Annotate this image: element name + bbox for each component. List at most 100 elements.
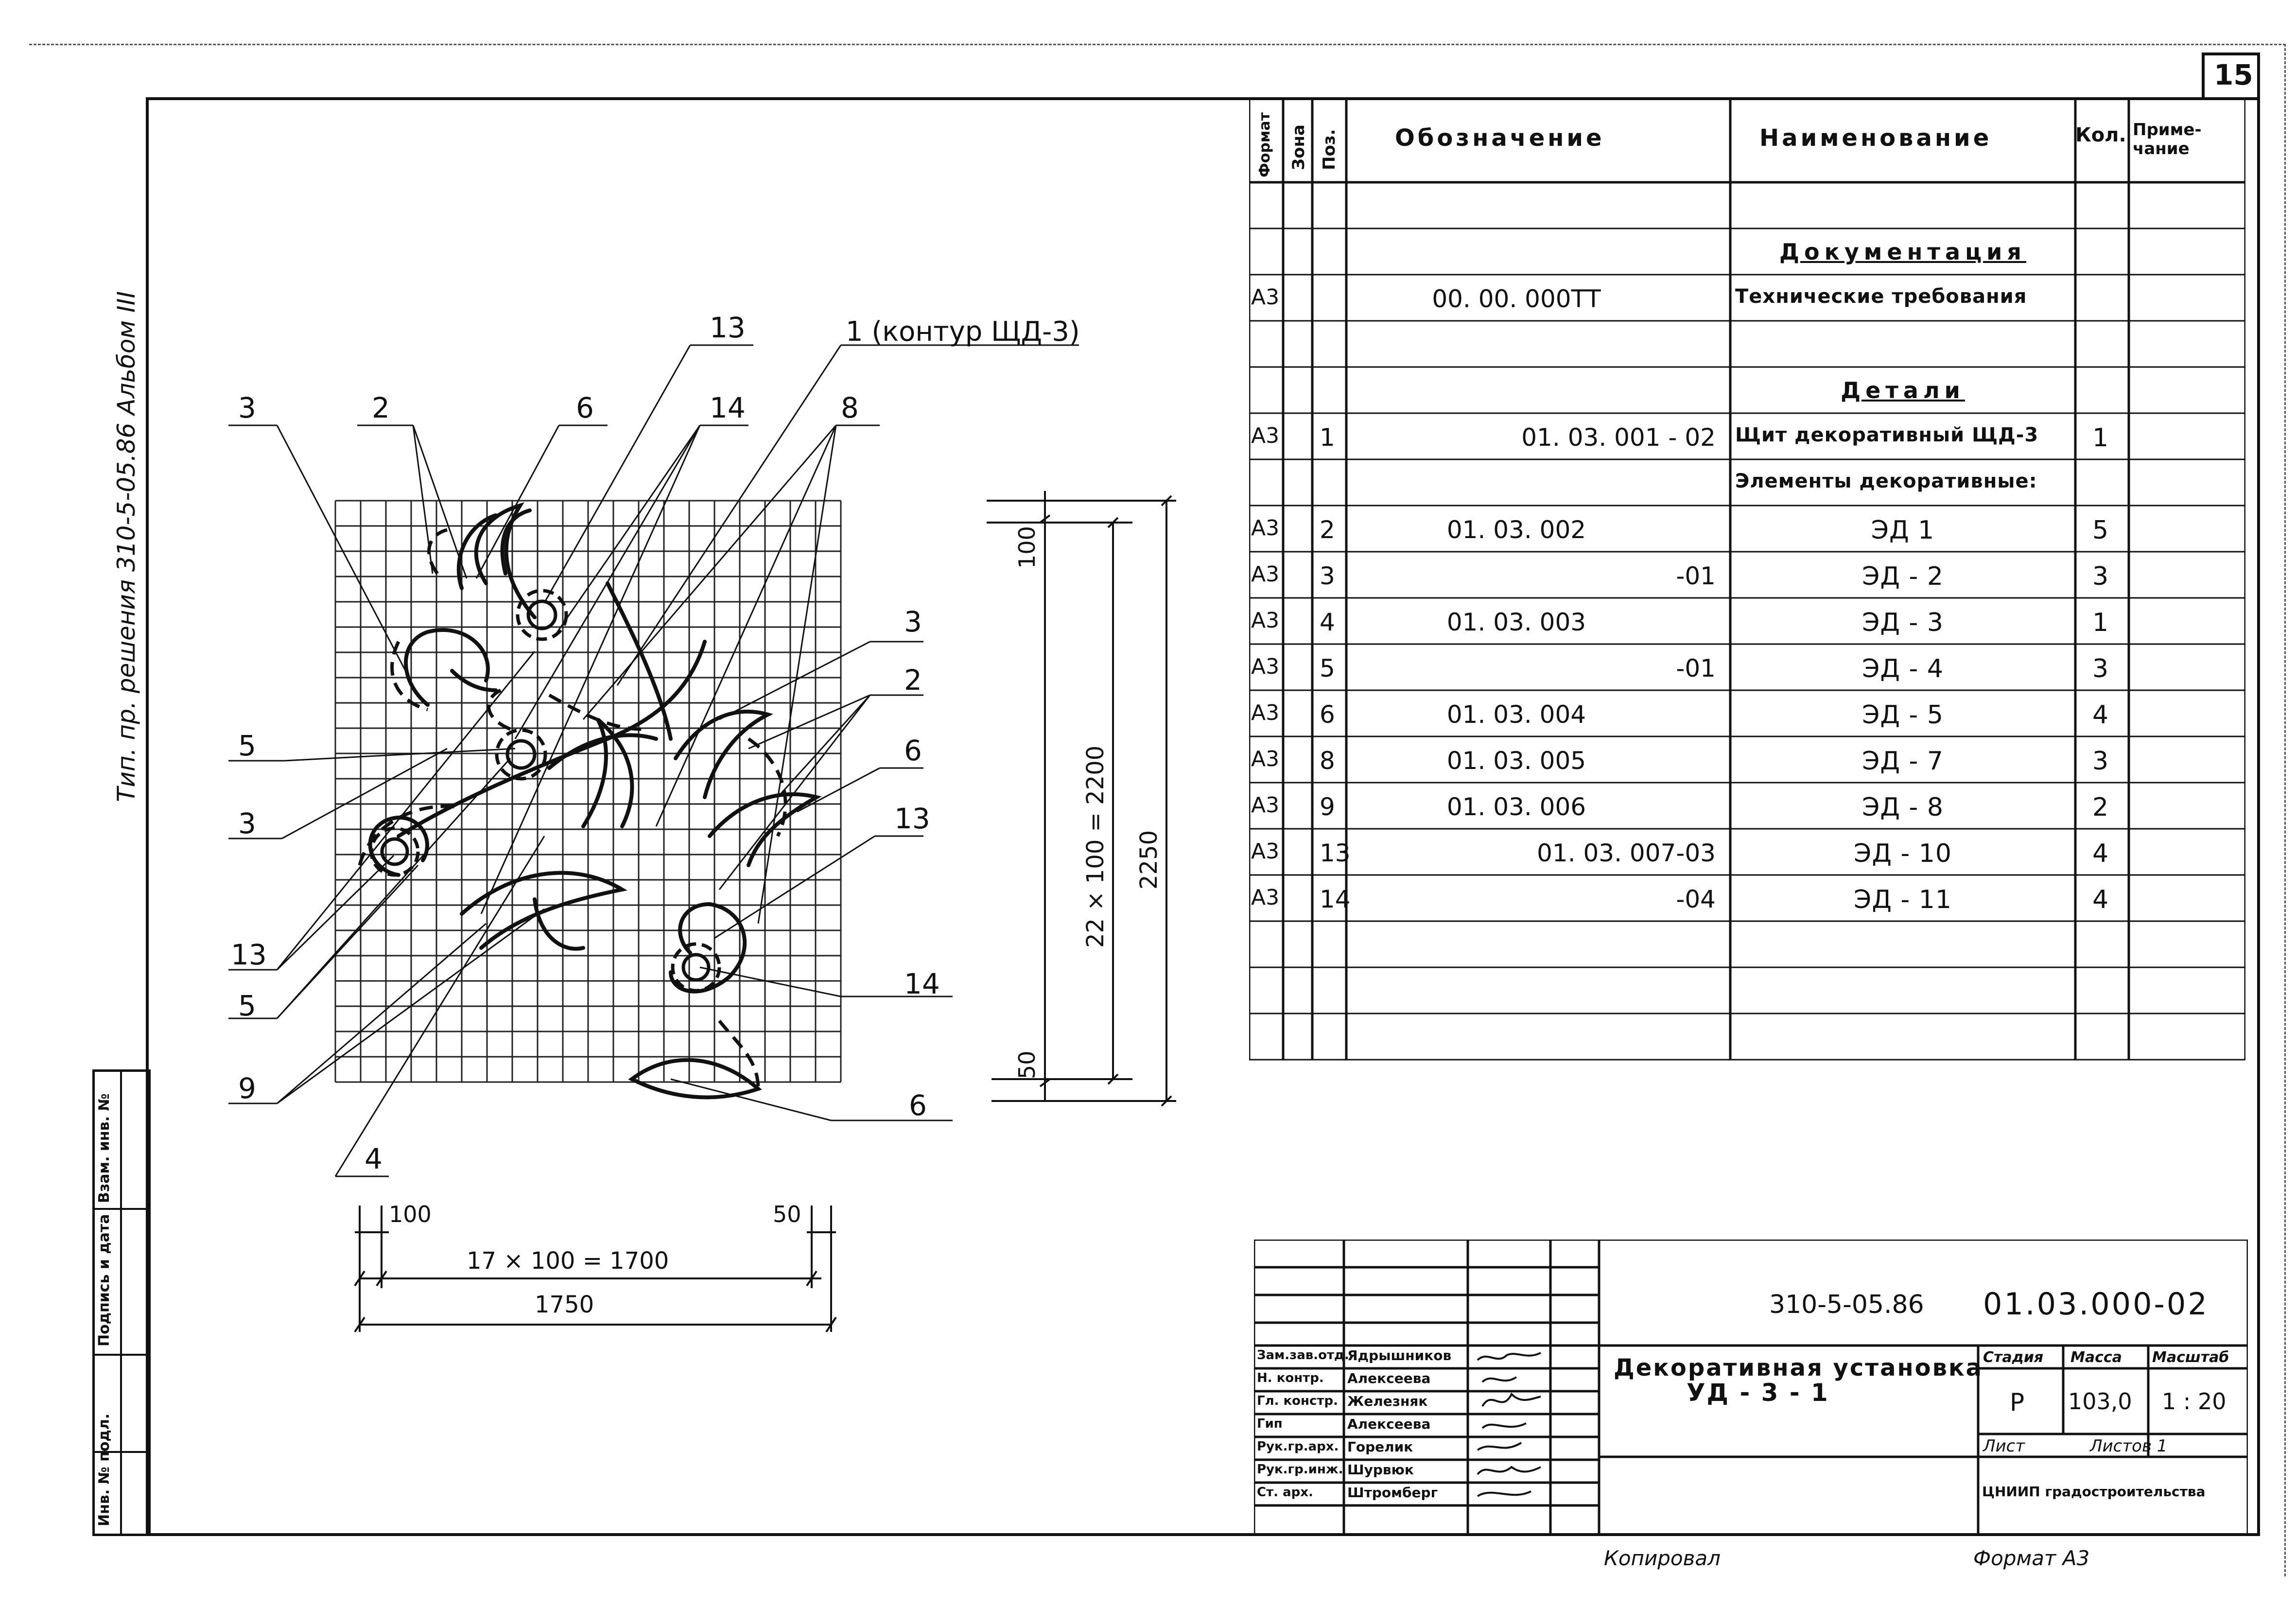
label-6-top: 6 (576, 391, 594, 424)
signature-1 (1477, 1352, 1541, 1361)
sheet-number-box (2202, 52, 2260, 99)
spec-designation: 01. 03. 002 (1446, 516, 1586, 544)
dim-50-vertical: 50 (1014, 1050, 1040, 1079)
spec-header-format: Формат (1256, 112, 1273, 177)
spec-name: ЭД - 5 (1862, 700, 1944, 730)
ornament-leaf-right2 (708, 792, 822, 867)
ornament-leaf-lower2 (533, 897, 585, 951)
spec-header-note: Приме- чание (2133, 120, 2202, 159)
label-2-right: 2 (904, 664, 922, 697)
tb-person-name: Алексеева (1347, 1416, 1431, 1432)
margin-inv-original: Инв. № подл. (96, 1413, 113, 1526)
spec-designation: 01. 03. 007-03 (1537, 839, 1716, 867)
tb-scale-header: Масштаб (2152, 1349, 2229, 1366)
signature-5 (1477, 1442, 1522, 1451)
spec-designation: 01. 03. 006 (1446, 793, 1586, 821)
tb-role: Н. контр. (1257, 1371, 1324, 1385)
spec-qty: 2 (2092, 793, 2109, 822)
tb-stage: Р (2010, 1388, 2025, 1416)
spec-name: ЭД - 8 (1862, 793, 1944, 822)
spec-designation: 01. 03. 005 (1446, 747, 1586, 775)
ornament-leaf-lower (460, 871, 627, 950)
label-3-right: 3 (904, 605, 922, 638)
leader-lines (228, 344, 1079, 1177)
spec-qty: 4 (2092, 839, 2109, 868)
tb-role: Гип (1257, 1416, 1283, 1431)
ornament-leaf-top2 (456, 513, 498, 590)
spec-qty: 3 (2092, 562, 2109, 591)
label-14-right: 14 (904, 967, 940, 1000)
spec-designation: -01 (1676, 562, 1716, 590)
main-frame (146, 97, 2260, 1536)
spec-format: А3 (1251, 839, 1280, 864)
tb-title-line1: Декоративная установка (1614, 1354, 1983, 1381)
spec-format: А3 (1251, 562, 1280, 587)
label-6-right: 6 (904, 734, 922, 767)
label-6-bottom: 6 (909, 1089, 927, 1122)
label-3-top-left: 3 (238, 391, 256, 424)
spec-format: А3 (1251, 747, 1280, 771)
contour-dashed (358, 528, 787, 1089)
label-5-left-b: 5 (238, 989, 256, 1022)
label-4: 4 (365, 1142, 383, 1175)
ornament-curl-left (368, 816, 429, 877)
spec-pos: 13 (1320, 839, 1351, 867)
spec-designation: 01. 03. 001 - 02 (1521, 423, 1716, 452)
sheet-number: 15 (2214, 58, 2253, 91)
spec-designation: -04 (1676, 885, 1716, 913)
label-1-contour: 1 (контур ЩД-3) (846, 316, 1080, 348)
ornament-leaf-mid2 (547, 733, 658, 770)
dim-2200: 22 × 100 = 2200 (1082, 745, 1109, 948)
spec-pos: 9 (1320, 793, 1335, 821)
spec-section-title: Детали (1841, 377, 1965, 403)
spec-header-pos: Поз. (1320, 129, 1339, 171)
spec-designation: 01. 03. 004 (1446, 700, 1586, 729)
spec-qty: 4 (2092, 885, 2109, 914)
label-3-left: 3 (238, 807, 256, 840)
ornament-scroll (606, 581, 673, 741)
tb-role: Ст. арх. (1257, 1485, 1313, 1500)
label-13-right: 13 (894, 802, 930, 835)
rosette-4-outer (671, 942, 721, 993)
spec-designation: -01 (1676, 654, 1716, 682)
dim-1750: 1750 (535, 1291, 594, 1318)
dim-1700: 17 × 100 = 1700 (467, 1247, 669, 1275)
spec-qty: 4 (2092, 700, 2109, 730)
rosette-1-outer (516, 589, 568, 641)
tb-doc-code: 310-5-05.86 (1769, 1290, 1924, 1319)
ornament-drawing (228, 344, 1176, 1333)
spec-qty: 5 (2092, 516, 2109, 545)
spec-table: Формат Зона Поз. Обозначение Наименовани… (1249, 97, 2245, 1065)
spec-qty: 3 (2092, 747, 2109, 776)
tb-person-name: Шурвюк (1347, 1462, 1414, 1478)
spec-header-zone: Зона (1289, 124, 1308, 170)
spec-pos: 4 (1320, 608, 1335, 636)
spec-name: ЭД - 7 (1862, 747, 1944, 776)
spec-name: ЭД 1 (1871, 516, 1935, 545)
spec-format: А3 (1251, 793, 1280, 818)
label-5-left: 5 (238, 729, 256, 762)
spec-qty: 1 (2092, 423, 2109, 453)
tb-designation: 01.03.000-02 (1983, 1286, 2209, 1322)
spec-section-title: Документация (1779, 239, 2026, 265)
spec-format: А3 (1251, 885, 1280, 910)
label-14-top: 14 (710, 391, 746, 424)
spec-name: Технические требования (1735, 285, 2027, 308)
ornament-leaf-top (474, 502, 537, 619)
tb-stage-header: Стадия (1983, 1349, 2044, 1366)
spec-grid (1249, 97, 2245, 1061)
ornament-stem (397, 640, 707, 838)
spec-designation: 00. 00. 000ТТ (1432, 285, 1601, 313)
spec-pos: 5 (1320, 654, 1335, 682)
dim-2250: 2250 (1135, 830, 1163, 890)
ornament-leaf-bottom (628, 1058, 762, 1100)
tb-role: Гл. констр. (1257, 1394, 1338, 1408)
signature-7 (1477, 1490, 1531, 1497)
dim-50-horizontal: 50 (773, 1201, 801, 1227)
tb-mass-header: Масса (2070, 1349, 2122, 1366)
label-13-top: 13 (710, 311, 746, 344)
outer-border (29, 44, 2286, 1576)
rosettes (369, 589, 721, 993)
spec-format: А3 (1251, 285, 1280, 310)
spec-name: ЭД - 10 (1854, 839, 1952, 868)
